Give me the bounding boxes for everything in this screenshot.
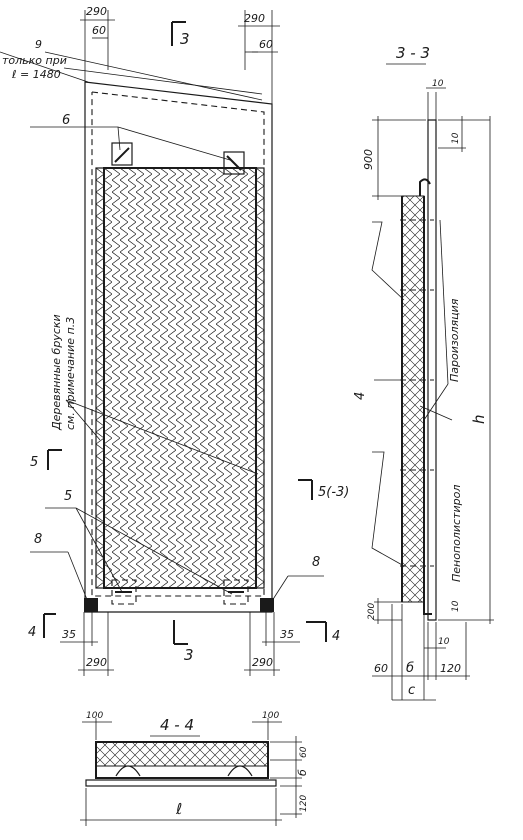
- pos-4-label: 4: [353, 392, 368, 400]
- dim-120: 120: [440, 662, 461, 675]
- dim-60-top-right: 60: [259, 38, 273, 51]
- dim-290-top-right: 290: [244, 12, 265, 25]
- dim-35-right: 35: [280, 628, 294, 641]
- dim-c: c: [408, 683, 415, 698]
- dim-10-bottom: 10: [451, 600, 461, 612]
- bracket-bottom-right: [223, 579, 249, 605]
- section-3-bottom-label: 3: [184, 646, 194, 664]
- dim-200: 200: [367, 603, 377, 620]
- label-foam: Пенополистирол: [450, 485, 463, 582]
- dim-10-top-right: 10: [451, 132, 461, 144]
- section-mark-5-left: [47, 449, 62, 470]
- top-dimensions: [80, 10, 280, 104]
- section-4-4: 4 - 4 100 100 60 б 120 ℓ: [80, 711, 309, 826]
- pos-9-label: 9: [35, 38, 42, 51]
- corner-block-right: [260, 598, 274, 612]
- section-5-left-label: 5: [30, 455, 38, 470]
- wood-note-line2: см. примечание п.3: [64, 317, 77, 430]
- pos-5-label: 5: [64, 489, 72, 504]
- section-mark-4-right: [306, 621, 327, 642]
- section-4-left-label: 4: [28, 625, 36, 640]
- dim-35-left: 35: [62, 628, 76, 641]
- dim-290-bottom-left: 290: [86, 656, 107, 669]
- note-only-when: только при: [2, 54, 67, 67]
- wood-note-line1: Деревянные бруски: [50, 314, 63, 431]
- dim-900: 900: [362, 149, 375, 170]
- bracket-top-left: [111, 142, 133, 166]
- section-4-right-label: 4: [332, 629, 340, 644]
- leader-9: [0, 51, 89, 83]
- dim-100-right: 100: [262, 711, 279, 721]
- section-3-top-label: 3: [180, 30, 190, 48]
- top-hook: [419, 178, 431, 196]
- foam-layer: [401, 195, 425, 603]
- dim-60: 60: [374, 662, 388, 675]
- section-mark-4-left: [43, 613, 56, 638]
- bracket-bottom-left: [111, 579, 137, 605]
- dim-h: h: [470, 414, 488, 424]
- label-vapor-barrier: Пароизоляция: [448, 298, 461, 382]
- section-3-3: 3 - 3 10 10 900 h Пар: [353, 44, 494, 701]
- section-4-4-title: 4 - 4: [160, 716, 194, 734]
- section-3-3-title: 3 - 3: [396, 44, 430, 62]
- dim-b-section-4: б: [296, 769, 309, 776]
- note-length: ℓ = 1480: [11, 68, 61, 81]
- dim-b: б: [406, 661, 414, 676]
- dim-290-bottom-right: 290: [252, 656, 273, 669]
- dim-60-top-left: 60: [92, 24, 106, 37]
- dim-290-top-left: 290: [86, 5, 107, 18]
- corner-block-left: [84, 598, 98, 612]
- pos-8-left-label: 8: [34, 532, 42, 547]
- dim-l: ℓ: [175, 800, 182, 818]
- dim-10-top: 10: [432, 79, 444, 89]
- dim-120-section-4: 120: [299, 795, 309, 812]
- dim-10-base: 10: [438, 637, 450, 647]
- foam-layer-section-4: [95, 741, 269, 767]
- section-mark-3-top: [171, 21, 186, 46]
- main-view: 290 60 290 60 3 9 только при ℓ = 1480 6: [0, 5, 349, 676]
- pos-8-right-label: 8: [312, 555, 320, 570]
- bottom-dimensions: [60, 612, 300, 676]
- section-mark-3-bottom: [173, 620, 188, 645]
- section-5-right-label: 5(-3): [318, 485, 349, 500]
- pos-6-label: 6: [62, 113, 70, 128]
- wood-note: Деревянные бруски см. примечание п.3: [50, 314, 77, 431]
- dim-100-left: 100: [86, 711, 103, 721]
- section-mark-5-right: [298, 479, 313, 500]
- dim-60-section-4: 60: [299, 746, 309, 758]
- inner-panel: [95, 167, 265, 589]
